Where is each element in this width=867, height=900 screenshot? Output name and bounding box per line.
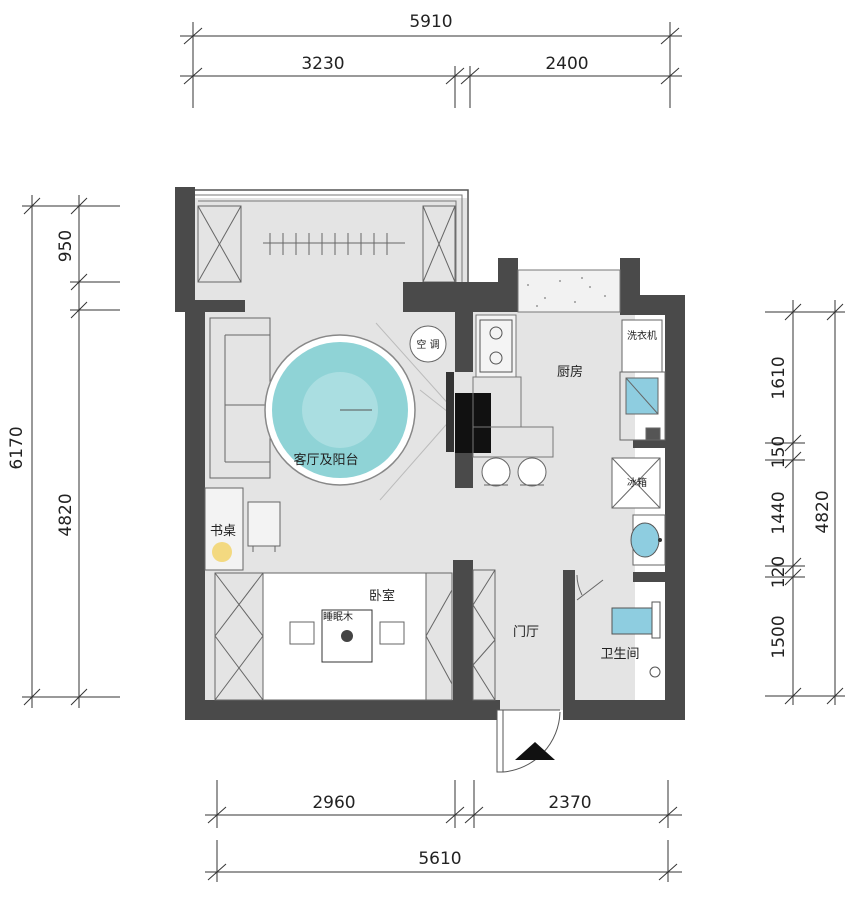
desk-label: 书桌 [210, 524, 236, 539]
desk-lamp-icon [212, 542, 232, 562]
dim-left-lower: 4820 [56, 493, 76, 536]
dim-top-left: 3230 [301, 54, 344, 74]
balcony [190, 189, 469, 288]
bathroom-label: 卫生间 [600, 647, 639, 662]
hall-label: 门厅 [513, 625, 539, 640]
fridge [611, 457, 661, 509]
kitchen-label: 厨房 [557, 364, 583, 380]
bed-sign-label: 睡眠木 [323, 610, 353, 623]
entry-door[interactable] [496, 709, 561, 773]
wardrobe-right [425, 572, 453, 701]
bedroom-label: 卧室 [369, 588, 395, 604]
dim-right-1: 1610 [769, 356, 789, 399]
bathroom-basin [630, 514, 666, 566]
tv-view-lines [375, 322, 453, 501]
kitchen-window [517, 269, 621, 313]
dim-right-4: 120 [769, 556, 789, 588]
ac-unit [409, 325, 447, 363]
stove [479, 319, 513, 373]
bath-door-swing [576, 574, 604, 601]
dim-right-3: 1440 [769, 491, 789, 534]
ac-label: 空 调 [416, 338, 439, 351]
clothes-rack [263, 233, 405, 255]
dim-left-upper: 950 [56, 230, 76, 262]
dim-right-2: 150 [769, 436, 789, 468]
dim-right-5: 1500 [769, 615, 789, 658]
bar-stools [481, 457, 547, 487]
hall-cabinet [472, 569, 496, 701]
dim-right-total: 4820 [813, 490, 833, 533]
dim-bottom-total: 5610 [418, 849, 461, 869]
dim-top-total: 5910 [409, 12, 452, 32]
dim-bottom-right: 2370 [548, 793, 591, 813]
dim-bottom-left: 2960 [312, 793, 355, 813]
fridge-label: 冰箱 [627, 476, 647, 489]
living-room-label: 客厅及阳台 [293, 452, 358, 468]
kitchen-counter [472, 314, 554, 458]
wardrobe-left [214, 572, 264, 701]
washer-label: 洗衣机 [627, 329, 657, 342]
dim-top-right: 2400 [545, 54, 588, 74]
round-rug [264, 334, 416, 486]
dimension-lines [22, 22, 845, 882]
entrance-arrow-icon [515, 742, 555, 760]
toilet [611, 601, 661, 639]
walls [175, 187, 685, 720]
dim-left-total: 6170 [7, 426, 27, 469]
floor-drain-icon [649, 666, 661, 678]
washer [621, 319, 663, 373]
kitchen-sink [619, 371, 666, 441]
flower-icon [341, 630, 353, 642]
